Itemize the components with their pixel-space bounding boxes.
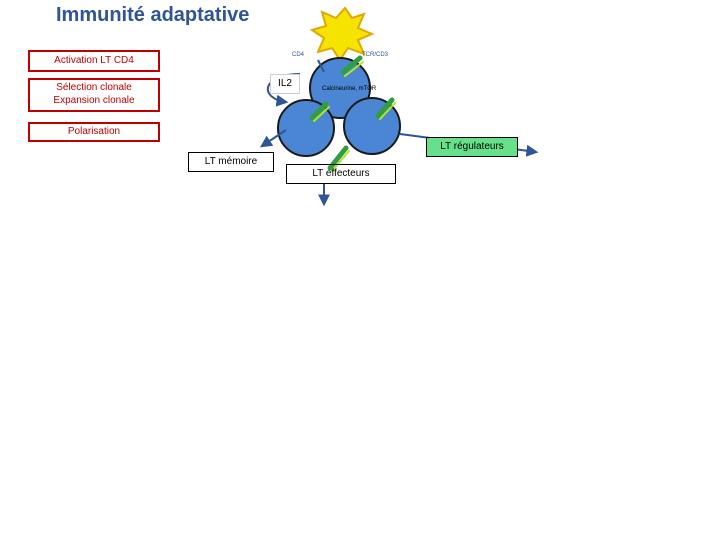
page-title: Immunité adaptative bbox=[56, 4, 250, 26]
cd4-label: CD4 bbox=[292, 52, 305, 58]
step-polarisation: Polarisation bbox=[28, 122, 160, 142]
outcome-regulateurs: LT régulateurs bbox=[426, 137, 518, 157]
step-expansion-label: Expansion clonale bbox=[53, 94, 135, 106]
tcr-receptor-icons bbox=[309, 55, 396, 172]
cd4-connector bbox=[317, 59, 325, 73]
step-selection-label: Sélection clonale bbox=[56, 82, 132, 93]
tcr-label: TCR/CD3 bbox=[362, 52, 389, 58]
step-activation-label: Activation LT CD4 bbox=[54, 55, 134, 66]
arrow-to-memoire bbox=[260, 129, 287, 148]
step-polarisation-label: Polarisation bbox=[67, 126, 121, 137]
step-selection-expansion: Sélection clonale Expansion clonale bbox=[28, 78, 160, 112]
outcome-effecteurs: LT effecteurs bbox=[286, 164, 396, 184]
il2-label: IL2 bbox=[270, 74, 300, 94]
calcineurin-label: Calcineurine, mTOR bbox=[322, 86, 377, 92]
t-cell-left bbox=[277, 99, 335, 157]
outcome-memoire: LT mémoire bbox=[188, 152, 274, 172]
step-activation: Activation LT CD4 bbox=[28, 50, 160, 72]
